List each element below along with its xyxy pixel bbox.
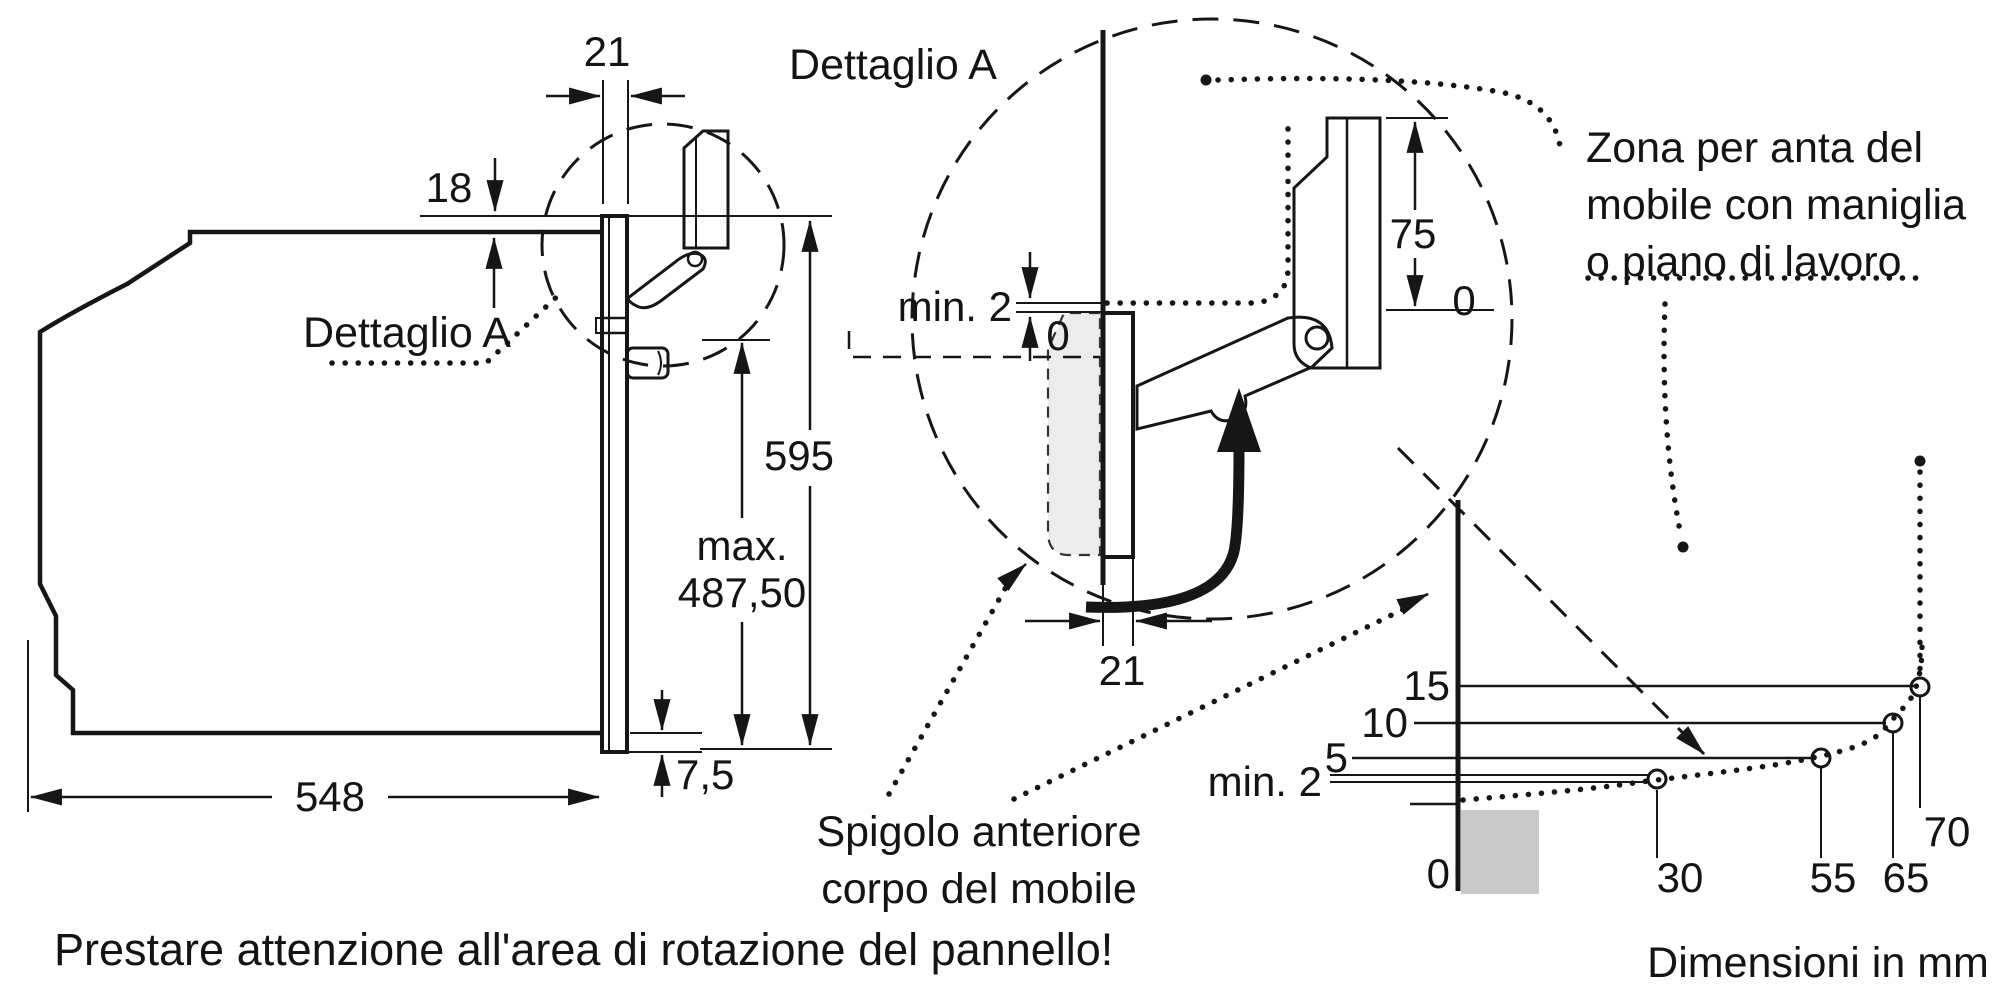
edge-note-leader1-dotted bbox=[886, 577, 1013, 797]
edge-note-leader2-arrow bbox=[1396, 592, 1429, 615]
detail-a-circle-large bbox=[910, 17, 1514, 621]
dim-label-75-door: 75 bbox=[1390, 210, 1437, 257]
chart-label-70: 70 bbox=[1924, 808, 1971, 855]
chart-label-5: 5 bbox=[1325, 734, 1348, 781]
dim-label-21-top: 21 bbox=[584, 28, 631, 75]
zone-leader-dotted bbox=[1215, 75, 1563, 149]
chart-point-65 bbox=[1882, 712, 1904, 734]
chart-point-70 bbox=[1909, 676, 1931, 698]
rotation-arrow-head bbox=[1217, 388, 1261, 452]
chart-label-min2: min. 2 bbox=[1208, 758, 1322, 805]
detail-to-chart-dashed bbox=[1396, 446, 1692, 742]
dim-label-0-door: 0 bbox=[1452, 277, 1475, 324]
dim-label-48750: 487,50 bbox=[678, 569, 806, 616]
oven-front-fascia bbox=[600, 214, 629, 754]
hinge-pivot-small bbox=[686, 250, 704, 268]
edge-note-line1: Spigolo anteriore bbox=[816, 808, 1141, 856]
zone-down-leader-dot bbox=[1677, 541, 1689, 553]
zone-down-leader-dotted bbox=[1661, 301, 1684, 539]
oven-outline bbox=[37, 229, 602, 736]
chart-label-0: 0 bbox=[1427, 850, 1450, 897]
dim-label-21-fascia: 21 bbox=[1099, 647, 1146, 694]
caution-note: Prestare attenzione all'area di rotazion… bbox=[54, 924, 1113, 975]
chart-point-55 bbox=[1810, 747, 1832, 769]
oven-side-view: 21 18 Dettaglio A 595 max. 487,50 548 7,… bbox=[27, 28, 834, 820]
furniture-wall-section bbox=[1461, 810, 1539, 894]
furniture-door-panel-open bbox=[1292, 116, 1382, 370]
hinge-pivot-enlarged bbox=[1304, 325, 1330, 351]
chart-label-30: 30 bbox=[1657, 854, 1704, 901]
dim-label-548: 548 bbox=[295, 773, 365, 820]
detail-a-title: Dettaglio A bbox=[789, 41, 997, 89]
gap-chart: 15 10 5 min. 2 0 30 55 65 70 bbox=[1208, 500, 1971, 901]
zone-note-line3: o piano di lavoro bbox=[1586, 238, 1902, 286]
detail-to-chart-arrow bbox=[1676, 726, 1706, 756]
detail-a-label-left: Dettaglio A bbox=[303, 309, 511, 357]
dim-label-18: 18 bbox=[426, 164, 473, 211]
chart-label-65: 65 bbox=[1883, 854, 1930, 901]
chart-label-55: 55 bbox=[1810, 854, 1857, 901]
notes: Zona per anta del mobile con maniglia o … bbox=[54, 124, 1989, 987]
chart-point-30 bbox=[1646, 768, 1668, 790]
chart-label-10: 10 bbox=[1361, 699, 1408, 746]
dim-label-595: 595 bbox=[764, 432, 834, 479]
dim-label-max: max. bbox=[696, 522, 787, 569]
detail-a-circle-small bbox=[540, 122, 786, 368]
fascia-ghost-position bbox=[1046, 311, 1102, 557]
zone-boundary-dotted bbox=[1104, 124, 1291, 306]
rotation-arrow bbox=[1085, 447, 1245, 613]
edge-note-leader1-arrow bbox=[997, 563, 1027, 591]
dim-label-min2: min. 2 bbox=[898, 283, 1012, 330]
oven-fascia-enlarged bbox=[1101, 311, 1135, 559]
furniture-door-panel-small bbox=[682, 129, 730, 250]
zone-note-line2: mobile con maniglia bbox=[1586, 181, 1966, 229]
zone-leader-start-dot bbox=[1200, 74, 1212, 86]
fascia-seam-notch bbox=[595, 317, 602, 334]
zone-right-leader-dot bbox=[1914, 455, 1926, 467]
units-note: Dimensioni in mm bbox=[1647, 939, 1989, 987]
control-knob bbox=[625, 346, 670, 380]
hinge-arm-small bbox=[626, 251, 707, 310]
detail-a-view: Dettaglio A min. 2 0 75 0 21 bbox=[789, 17, 1926, 802]
dim-label-7-5: 7,5 bbox=[676, 751, 734, 798]
gap-chart-curve bbox=[1460, 639, 1925, 803]
detail-a-leader bbox=[329, 287, 567, 366]
dim-label-0: 0 bbox=[1046, 312, 1069, 359]
edge-note-line2: corpo del mobile bbox=[821, 865, 1137, 913]
knob-cap-line bbox=[657, 350, 662, 376]
zone-note-line1: Zona per anta del bbox=[1586, 124, 1923, 172]
zero-position-dashed-line bbox=[847, 331, 1100, 359]
chart-label-15: 15 bbox=[1403, 662, 1450, 709]
